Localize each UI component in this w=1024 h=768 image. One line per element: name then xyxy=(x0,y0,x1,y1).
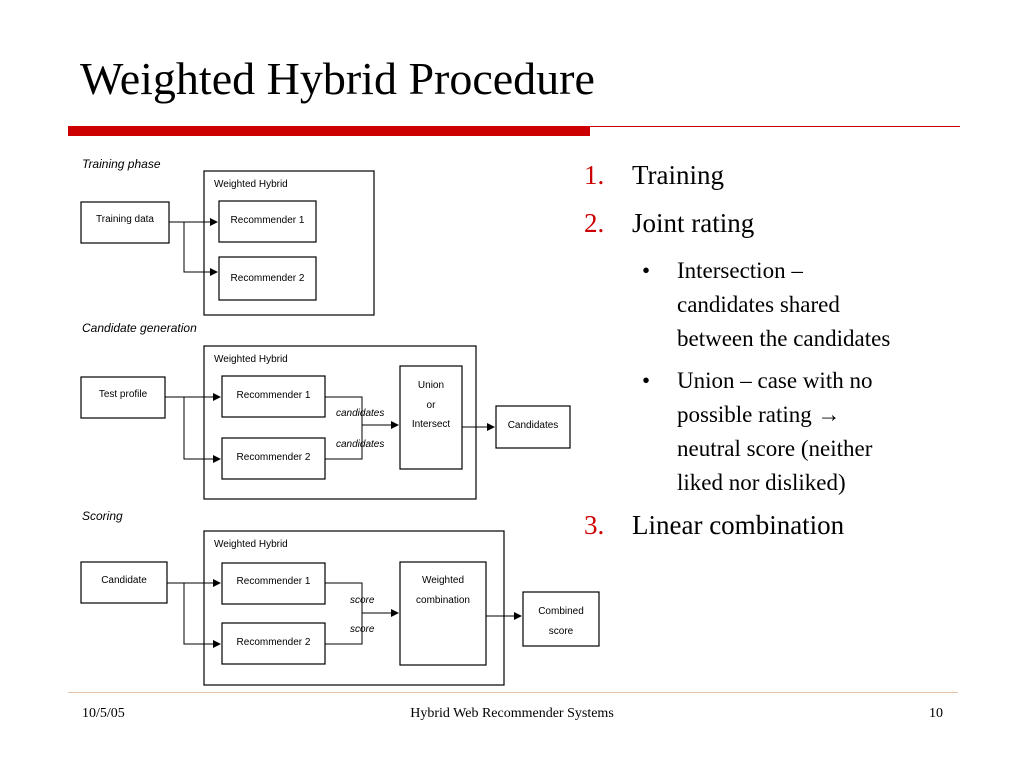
subitem-line: neutral score (neither xyxy=(677,436,873,461)
combination-label: combination xyxy=(416,595,470,606)
footer-rule xyxy=(68,692,958,693)
subitem-line: between the candidates xyxy=(677,326,891,351)
recommender-1-box xyxy=(221,562,326,605)
recommender-1-label: Recommender 1 xyxy=(237,390,311,401)
container-label: Weighted Hybrid xyxy=(214,539,288,550)
footer-page-number: 10 xyxy=(929,706,943,721)
weighted-combination-box xyxy=(399,561,487,666)
edge-label-score-1: score xyxy=(350,595,375,606)
recommender-2-box xyxy=(221,622,326,665)
list-item-text: Training xyxy=(632,160,725,190)
union-intersect-box xyxy=(399,365,463,470)
container-label: Weighted Hybrid xyxy=(214,354,288,365)
recommender-1-label: Recommender 1 xyxy=(237,576,311,587)
edge-label-candidates-2: candidates xyxy=(336,439,384,450)
recommender-2-label: Recommender 2 xyxy=(231,273,305,284)
list-number: 2. xyxy=(584,208,605,238)
subitem-line: liked nor disliked) xyxy=(677,470,846,495)
recommender-2-label: Recommender 2 xyxy=(237,452,311,463)
recommender-1-box xyxy=(221,375,326,418)
recommender-1-label: Recommender 1 xyxy=(231,215,305,226)
recommender-2-box xyxy=(218,256,317,301)
subitem-line: possible rating → xyxy=(677,402,841,427)
list-number: 3. xyxy=(584,510,605,540)
bullet: • xyxy=(642,368,651,393)
combined-score-box xyxy=(522,591,600,647)
union-label: Union xyxy=(418,380,444,391)
test-profile-label: Test profile xyxy=(99,389,148,400)
phase-label-scoring: Scoring xyxy=(82,509,123,523)
subitem-line: Union – case with no xyxy=(677,368,873,393)
candidates-output-label: Candidates xyxy=(508,420,559,431)
or-label: or xyxy=(427,400,437,411)
recommender-1-box xyxy=(218,200,317,243)
score-label: score xyxy=(549,626,574,637)
phase-label-training: Training phase xyxy=(82,157,161,171)
list-item-text: Linear combination xyxy=(632,510,845,540)
footer-title: Hybrid Web Recommender Systems xyxy=(410,706,614,721)
candidates-output-box xyxy=(495,405,571,449)
phase-label-candidate-generation: Candidate generation xyxy=(82,321,197,335)
test-profile-box xyxy=(80,376,166,419)
edge-label-score-2: score xyxy=(350,624,375,635)
subitem-line: candidates shared xyxy=(677,292,840,317)
list-item-text: Joint rating xyxy=(632,208,755,238)
bullet: • xyxy=(642,258,651,283)
candidate-box xyxy=(80,561,168,604)
combined-label: Combined xyxy=(538,606,584,617)
list-number: 1. xyxy=(584,160,605,190)
intersect-label: Intersect xyxy=(412,419,451,430)
footer-date: 10/5/05 xyxy=(82,706,125,721)
title-rule xyxy=(590,126,960,127)
subitem-line: Intersection – xyxy=(677,258,803,283)
container-label: Weighted Hybrid xyxy=(214,179,288,190)
title-accent-bar xyxy=(68,126,590,136)
recommender-2-label: Recommender 2 xyxy=(237,637,311,648)
recommender-2-box xyxy=(221,437,326,480)
training-data-label: Training data xyxy=(96,214,154,225)
weighted-label: Weighted xyxy=(422,575,464,586)
slide-title: Weighted Hybrid Procedure xyxy=(80,53,595,104)
edge-label-candidates-1: candidates xyxy=(336,408,384,419)
candidate-label: Candidate xyxy=(101,575,147,586)
